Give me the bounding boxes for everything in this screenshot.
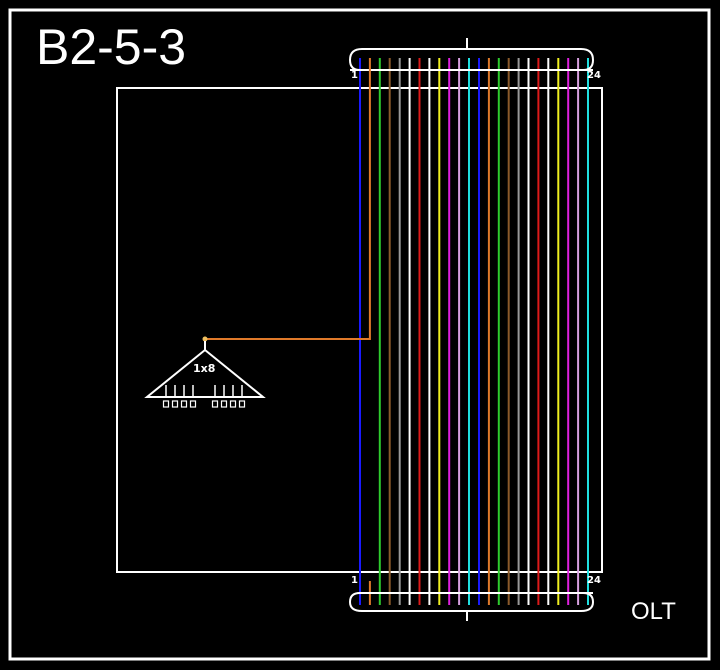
- splitter-ratio-label: 1x8: [193, 362, 216, 375]
- fiber-bundle: [359, 58, 589, 605]
- splitter-input-fiber: [205, 58, 371, 340]
- fiber-last-label-bottom: 24: [587, 575, 601, 586]
- splitter-output-ports: [162, 385, 246, 408]
- bottom-cable-bracket: [348, 592, 595, 612]
- fiber-first-label-bottom: 1: [351, 575, 358, 586]
- splitter-port-8[interactable]: [238, 400, 246, 408]
- splitter-port-3[interactable]: [180, 400, 188, 408]
- equipment-label-olt: OLT: [631, 598, 676, 625]
- splice-point[interactable]: [202, 336, 208, 342]
- splitter-1x8-symbol[interactable]: [144, 348, 266, 398]
- top-cable-bracket: [348, 48, 595, 71]
- diagram-title: B2-5-3: [36, 19, 187, 75]
- outer-border: [8, 8, 711, 661]
- splitter-port-4[interactable]: [189, 400, 197, 408]
- splitter-port-1[interactable]: [162, 400, 170, 408]
- splitter-port-5[interactable]: [211, 400, 219, 408]
- splitter-port-7[interactable]: [229, 400, 237, 408]
- splitter-port-2[interactable]: [171, 400, 179, 408]
- fiber-first-label-top: 1: [351, 70, 358, 81]
- splitter-port-6[interactable]: [220, 400, 228, 408]
- fiber-last-label-top: 24: [587, 70, 601, 81]
